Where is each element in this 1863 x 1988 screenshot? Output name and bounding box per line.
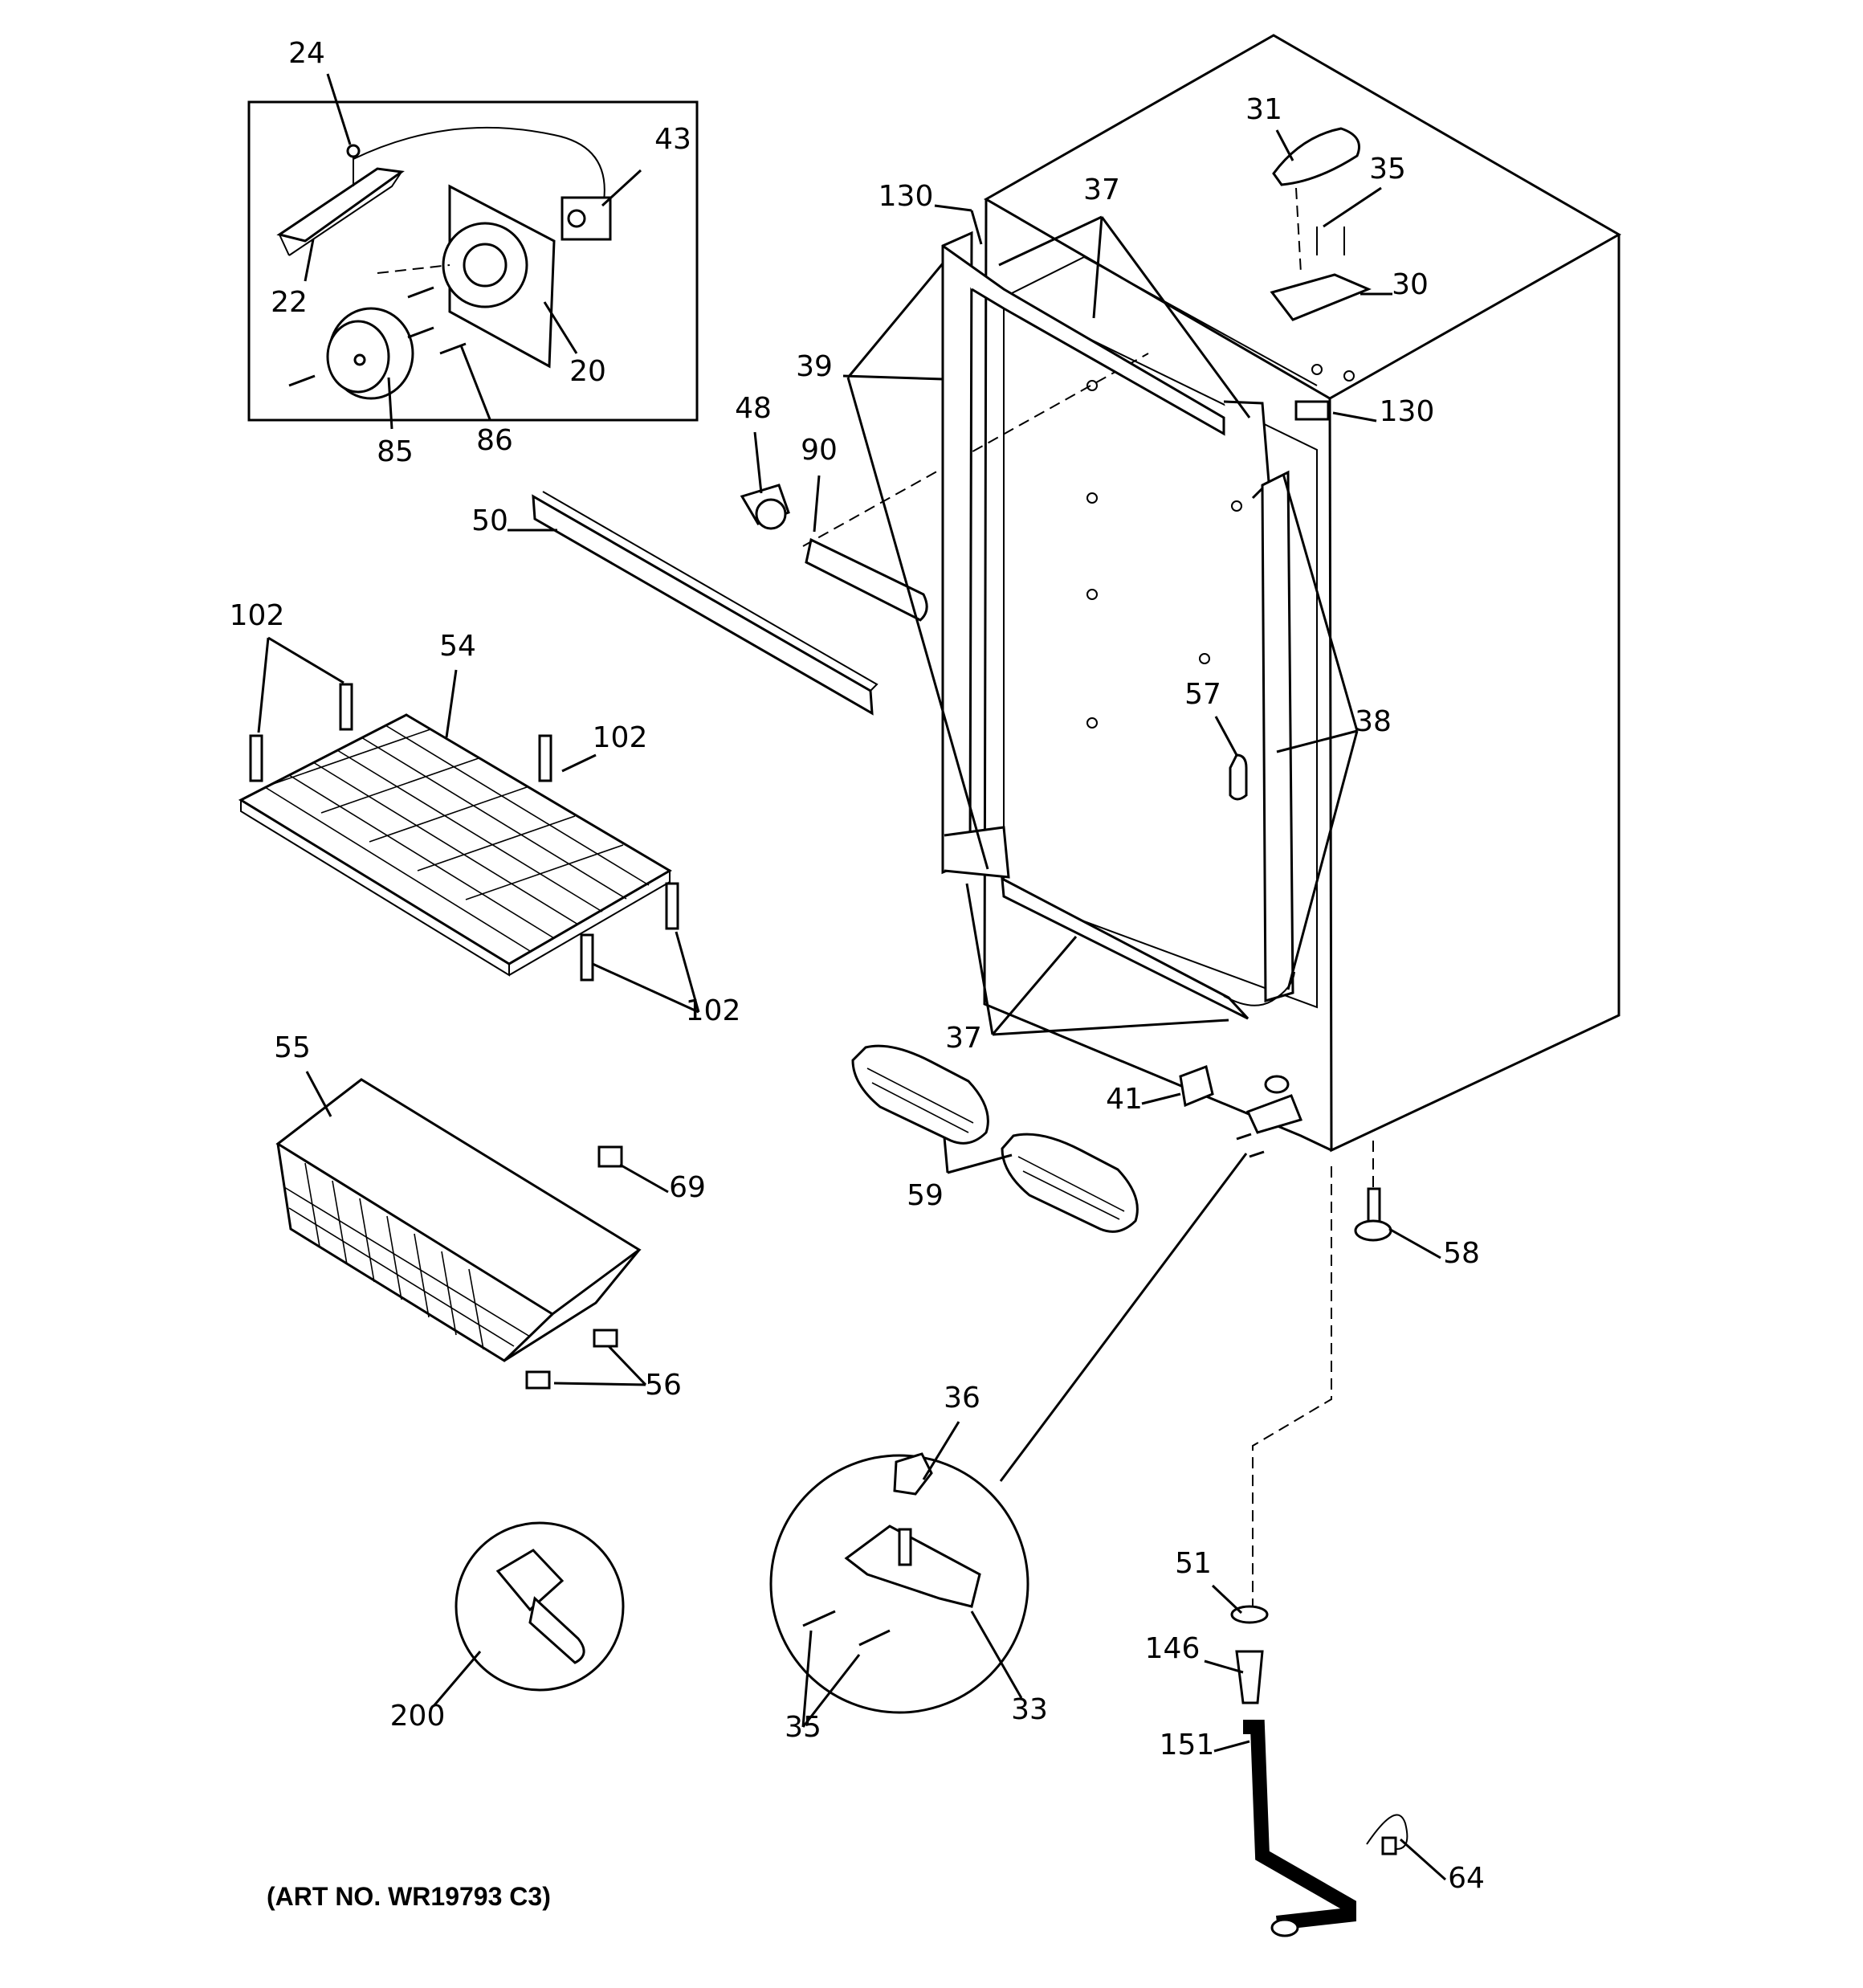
- callout-130: 130: [1380, 395, 1435, 428]
- callout-43: 43: [654, 123, 691, 156]
- light-assembly: [740, 353, 1149, 622]
- leader-43: [601, 169, 642, 207]
- leader-31: [1275, 129, 1294, 161]
- callout-130: 130: [879, 180, 934, 213]
- leader-102: [561, 753, 597, 773]
- leader-37: [1092, 216, 1103, 319]
- callout-20: 20: [569, 355, 606, 388]
- callout-55: 55: [274, 1031, 311, 1064]
- leader-200: [432, 1651, 482, 1707]
- callout-85: 85: [377, 435, 414, 468]
- callout-labels: 24 43 22 20 85 86 50 48 90 130 130 31 35 30 37 39 38 57 10…: [230, 37, 1485, 1895]
- callout-36: 36: [944, 1382, 980, 1414]
- callout-35: 35: [1369, 153, 1406, 186]
- top-hinge: [970, 127, 1372, 421]
- callout-24: 24: [288, 37, 325, 70]
- leader-54: [445, 669, 458, 738]
- leader-51: [1211, 1584, 1243, 1614]
- leader-85: [387, 377, 393, 430]
- callout-35: 35: [785, 1711, 821, 1744]
- leader-20: [543, 301, 578, 354]
- callout-51: 51: [1175, 1547, 1212, 1580]
- callout-leaders: [304, 73, 1446, 1881]
- detail-200: [455, 1521, 625, 1692]
- leader-57: [1214, 716, 1238, 756]
- wire-basket-55: [275, 1078, 647, 1390]
- callout-58: 58: [1443, 1237, 1480, 1270]
- callout-37: 37: [1083, 173, 1120, 206]
- callout-146: 146: [1145, 1632, 1201, 1665]
- inset-fan-assembly: [247, 100, 699, 422]
- leader-130: [934, 204, 972, 212]
- callout-48: 48: [735, 392, 772, 425]
- leader-36: [922, 1421, 960, 1480]
- leader-38: [1276, 729, 1358, 753]
- cabinet: [983, 34, 1622, 1153]
- leader-39: [842, 374, 944, 381]
- leader-86: [459, 345, 491, 420]
- drain-assembly: [1230, 1166, 1408, 1937]
- leader-146: [1204, 1659, 1244, 1674]
- callout-39: 39: [796, 350, 833, 383]
- callout-151: 151: [1160, 1729, 1215, 1761]
- callout-59: 59: [907, 1179, 944, 1212]
- leader-130: [1332, 411, 1377, 423]
- callout-200: 200: [390, 1700, 446, 1733]
- leader-90: [813, 475, 821, 533]
- leader-58: [1388, 1227, 1441, 1259]
- callout-56: 56: [645, 1369, 682, 1402]
- callout-86: 86: [476, 424, 513, 457]
- leader-151: [1213, 1740, 1250, 1753]
- art-number: (ART NO. WR19793 C3): [267, 1882, 551, 1911]
- leader-64: [1400, 1838, 1446, 1881]
- callout-30: 30: [1392, 268, 1429, 301]
- leader-55: [305, 1071, 332, 1117]
- leader-69: [619, 1163, 669, 1194]
- door-gaskets: [846, 215, 1359, 1036]
- wire-shelf-54: [238, 636, 700, 1014]
- callout-102: 102: [593, 721, 648, 754]
- callout-64: 64: [1448, 1862, 1485, 1895]
- callout-102: 102: [686, 994, 741, 1027]
- leader-48: [753, 431, 763, 494]
- callout-54: 54: [439, 630, 476, 663]
- callout-90: 90: [801, 434, 838, 467]
- leader-41: [1141, 1092, 1181, 1105]
- rail-50: [532, 491, 879, 716]
- callout-37: 37: [945, 1022, 982, 1055]
- callout-33: 33: [1011, 1693, 1048, 1726]
- callout-31: 31: [1245, 93, 1282, 126]
- leader-33: [970, 1610, 1023, 1699]
- leader-35: [1323, 186, 1382, 228]
- callout-102: 102: [230, 599, 285, 632]
- callout-69: 69: [669, 1171, 706, 1204]
- leader-24: [326, 73, 352, 145]
- callout-22: 22: [271, 286, 308, 319]
- leader-22: [304, 239, 315, 282]
- detail-bottom-hinge: [769, 1452, 1029, 1728]
- callout-38: 38: [1355, 705, 1392, 738]
- callout-57: 57: [1184, 678, 1221, 711]
- callout-50: 50: [471, 504, 508, 537]
- bottom-hardware: [851, 1044, 1392, 1482]
- callout-41: 41: [1106, 1083, 1143, 1116]
